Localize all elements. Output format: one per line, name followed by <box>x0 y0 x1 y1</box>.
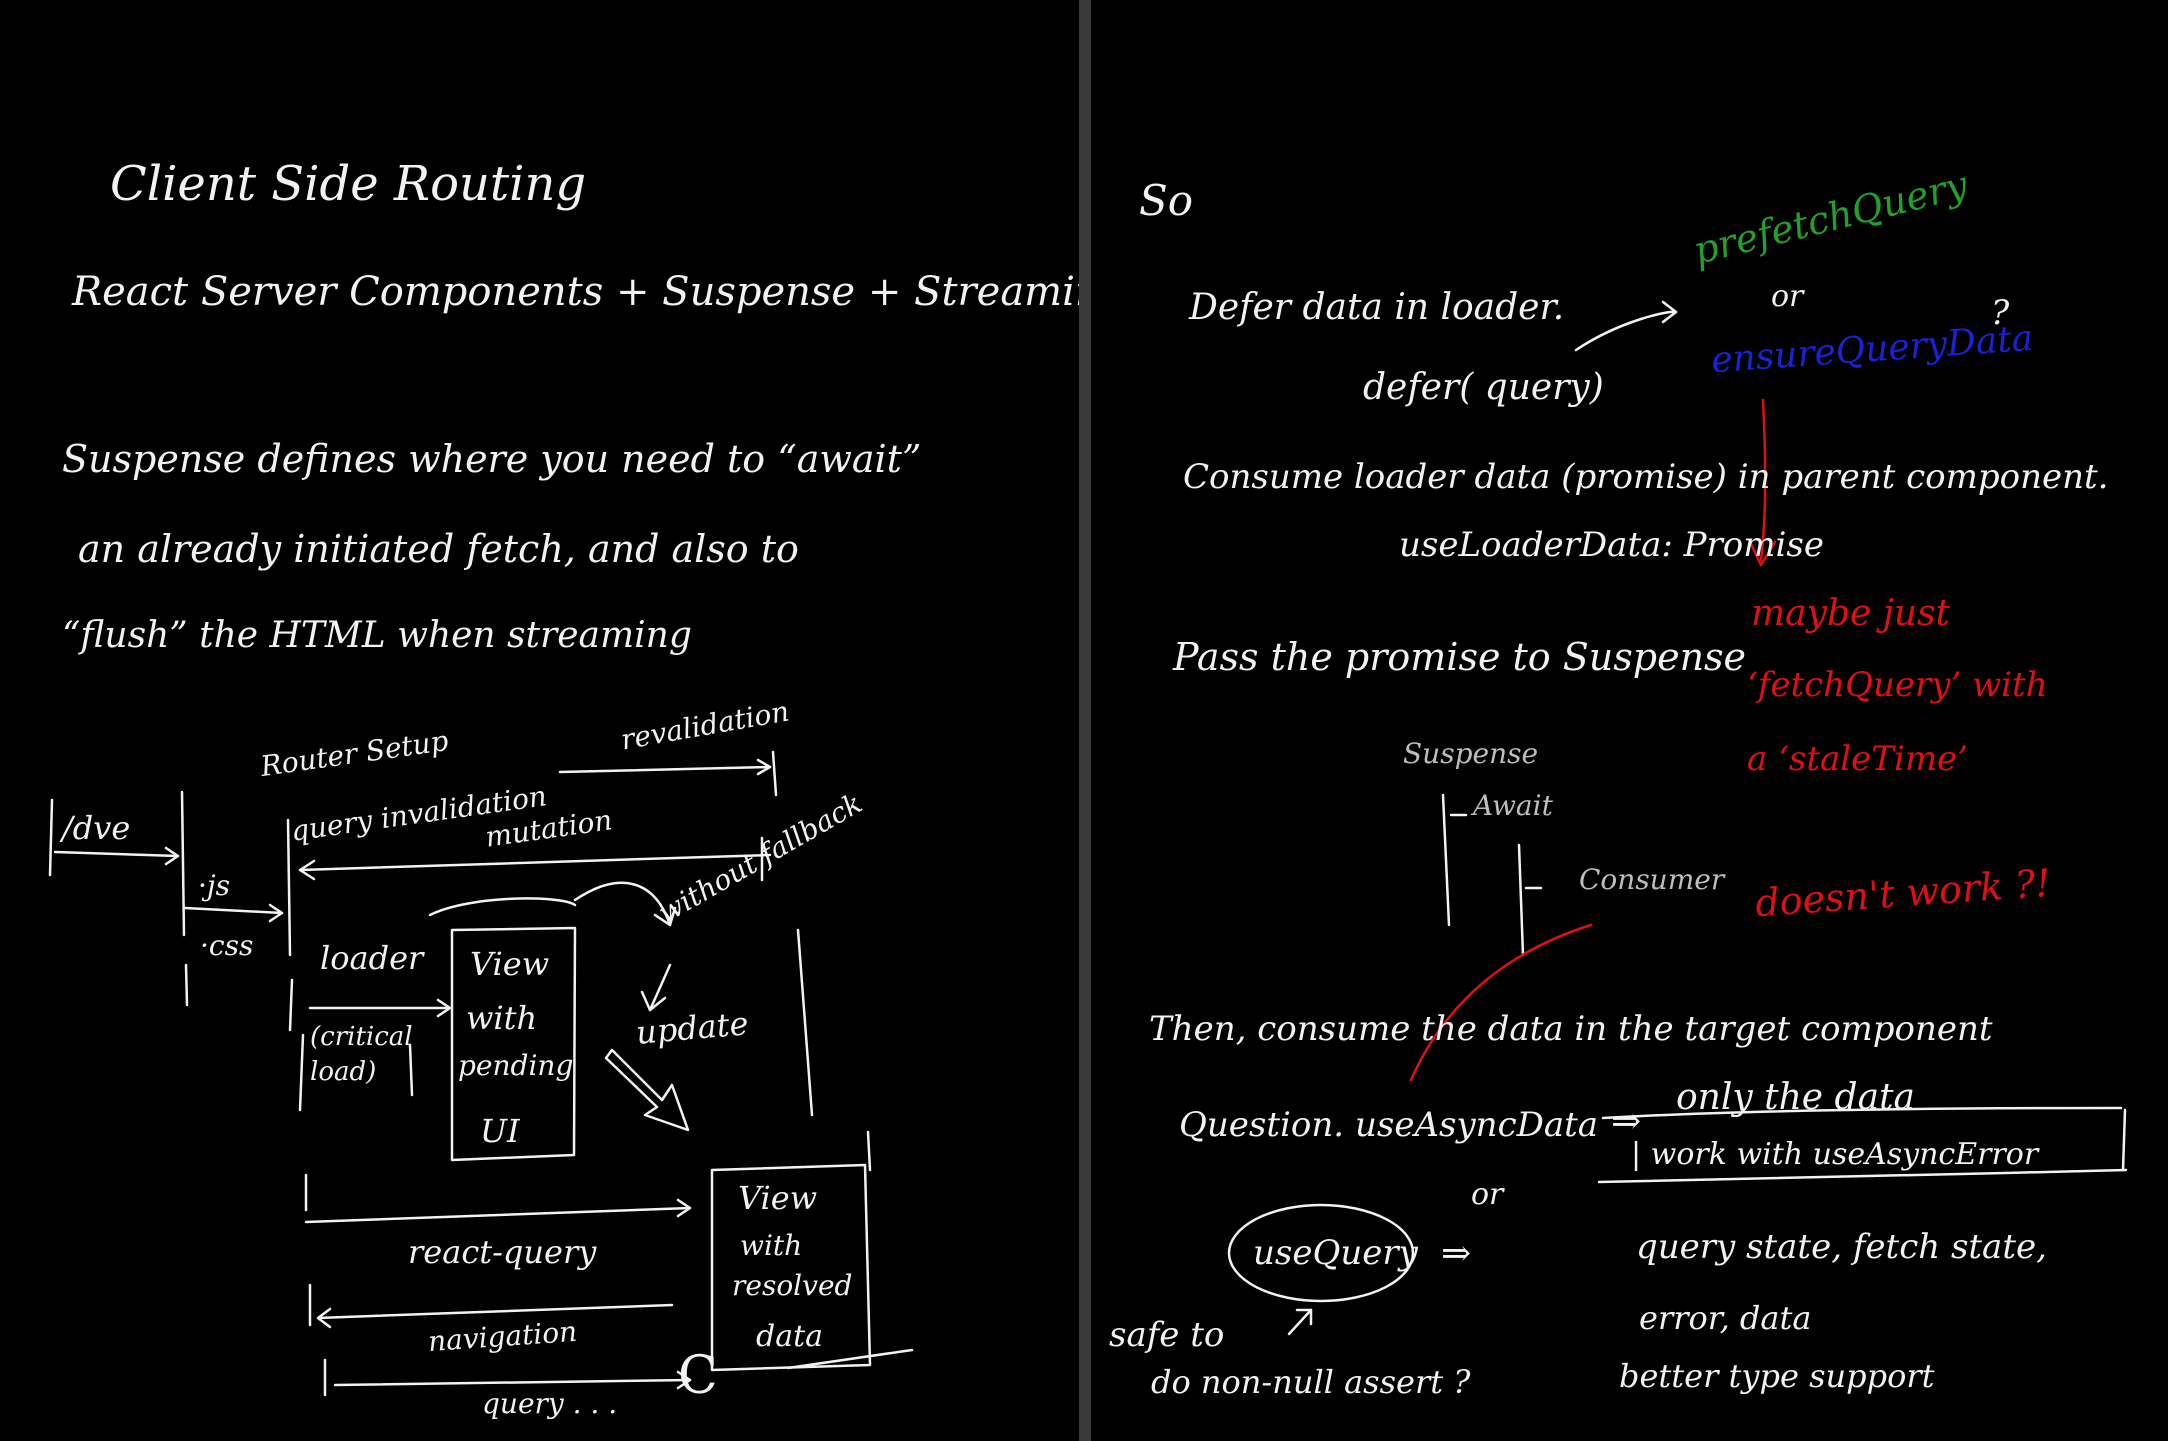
pending-view-line-4: UI <box>480 1112 520 1150</box>
update-label: update <box>634 1004 750 1052</box>
pending-view-line-3: pending <box>458 1049 574 1082</box>
para-line-1: Suspense defines where you need to “awai… <box>62 437 922 481</box>
para-line-3: “flush” the HTML when streaming <box>62 615 692 656</box>
pending-view-line-2: with <box>466 999 538 1037</box>
use-loader-data-line: useLoaderData: Promise <box>1399 525 1824 565</box>
so-label: So <box>1139 176 1194 225</box>
critical-load-label: (critical load) <box>310 1022 413 1088</box>
maybe-line-1: maybe just <box>1751 593 1951 634</box>
c-mark: C <box>678 1346 718 1406</box>
resolved-view-line-4: data <box>756 1319 824 1354</box>
then-line: Then, consume the data in the target com… <box>1149 1009 1993 1049</box>
safe-to-label: safe to <box>1109 1315 1225 1355</box>
note-title: Client Side Routing <box>110 156 587 212</box>
work-with-use-async-error: | work with useAsyncError <box>1631 1137 2039 1172</box>
pass-promise-line: Pass the promise to Suspense <box>1173 635 1747 679</box>
non-null-assert-line: do non-null assert ? <box>1151 1363 1471 1401</box>
better-type-support-line: better type support <box>1619 1357 1935 1395</box>
consume-line: Consume loader data (promise) in parent … <box>1183 457 2109 497</box>
resolved-view-line-3: resolved <box>732 1269 853 1302</box>
route-label: /dve <box>62 809 131 847</box>
maybe-line-2: ‘fetchQuery’ with <box>1747 665 2048 705</box>
note-subtitle: React Server Components + Suspense + Str… <box>72 269 1079 315</box>
routing-diagram-strokes <box>48 750 914 1397</box>
use-async-data-label: useAsyncData <box>1355 1105 1599 1145</box>
js-label: ·js <box>198 869 230 902</box>
or-label-bottom: or <box>1471 1177 1504 1212</box>
question-label: Question. <box>1179 1105 1345 1145</box>
react-query-label: react-query <box>408 1233 597 1271</box>
loader-label: loader <box>320 939 424 977</box>
maybe-line-3: a ‘staleTime’ <box>1747 739 1968 779</box>
query-state-line: query state, fetch state, <box>1636 1227 2047 1267</box>
pending-view-line-1: View <box>470 945 550 983</box>
para-line-2: an already initiated fetch, and also to <box>78 527 799 571</box>
resolved-view-line-2: with <box>740 1229 803 1262</box>
right-note-page: So Defer data in loader. defer( query) p… <box>1091 0 2168 1441</box>
arrow-use-query: ⇒ <box>1441 1233 1472 1274</box>
defer-call: defer( query) <box>1363 367 1604 408</box>
or-label-top: or <box>1771 279 1804 314</box>
arrow-only-data: ⇒ <box>1611 1101 1642 1142</box>
question-mark: ? <box>1991 293 2010 333</box>
query-label: query . . . <box>482 1387 618 1420</box>
page-divider <box>1079 0 1091 1441</box>
only-the-data-label: only the data <box>1676 1077 1915 1118</box>
css-label: ·css <box>200 929 254 962</box>
error-data-line: error, data <box>1639 1299 1812 1337</box>
tree-suspense: Suspense <box>1403 737 1539 770</box>
right-page-strokes <box>1227 300 2128 1336</box>
tree-consumer: Consumer <box>1579 863 1725 896</box>
defer-line: Defer data in loader. <box>1189 287 1565 328</box>
tree-await: Await <box>1473 789 1553 822</box>
resolved-view-line-1: View <box>738 1179 818 1217</box>
use-query-label: useQuery <box>1253 1233 1418 1273</box>
left-note-page: Client Side Routing React Server Compone… <box>0 0 1079 1441</box>
